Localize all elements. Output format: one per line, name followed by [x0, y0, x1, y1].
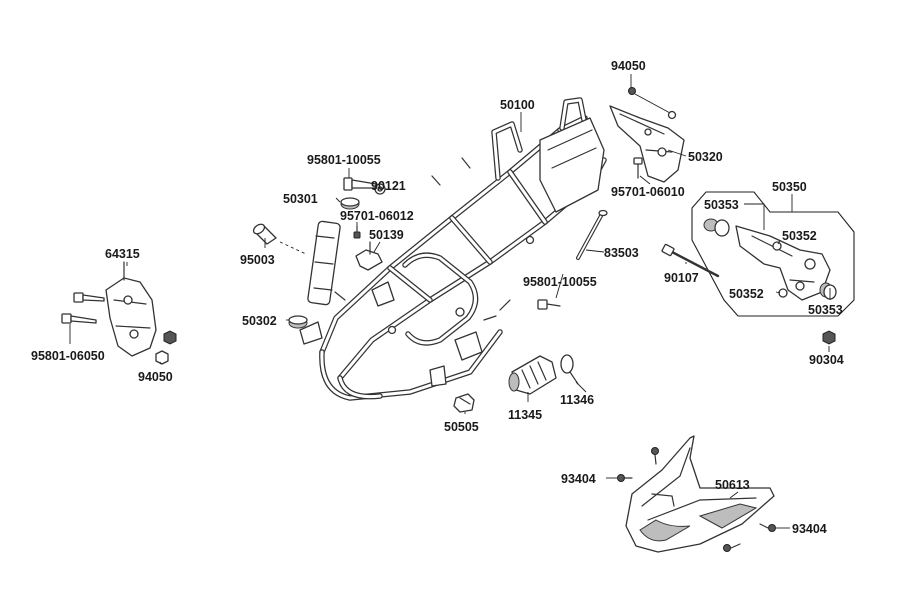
part-93404-screw-b[interactable] — [723, 523, 776, 552]
part-95801-06050-bolt-a[interactable] — [73, 292, 105, 303]
label-95701-06012: 95701-06012 — [340, 209, 414, 223]
label-11345: 11345 — [508, 408, 542, 422]
part-64315-bracket[interactable] — [105, 261, 157, 357]
label-95801-06050: 95801-06050 — [31, 349, 105, 363]
label-95701-06010: 95701-06010 — [611, 185, 685, 199]
label-50613: 50613 — [715, 478, 750, 492]
part-95701-06012-bolt[interactable] — [353, 225, 361, 239]
part-50302-rubber[interactable] — [288, 315, 308, 329]
label-83503: 83503 — [604, 246, 639, 260]
label-94050-top: 94050 — [611, 59, 646, 73]
label-95003: 95003 — [240, 253, 275, 267]
label-50352-b: 50352 — [729, 287, 764, 301]
part-95003-pipe[interactable] — [252, 222, 277, 245]
label-90304: 90304 — [809, 353, 844, 367]
part-50353-bushing-a[interactable] — [703, 218, 730, 237]
part-50505-clip[interactable] — [453, 393, 475, 413]
label-64315: 64315 — [105, 247, 140, 261]
frame-50100[interactable] — [299, 97, 607, 401]
part-90107-engine-bolt[interactable] — [661, 243, 720, 278]
part-50353-bushing-b[interactable] — [819, 282, 837, 300]
label-50353-a: 50353 — [704, 198, 739, 212]
part-11346-clamp[interactable] — [560, 354, 579, 385]
leader-lines — [69, 74, 831, 529]
part-11345-boot[interactable] — [508, 355, 557, 395]
label-95801-10055-a: 95801-10055 — [307, 153, 381, 167]
part-95801-10055-bolt-lower[interactable] — [537, 299, 561, 310]
part-50613-under-cover[interactable] — [625, 435, 775, 553]
part-94050-top-nut-bolt[interactable] — [628, 87, 677, 120]
part-90121-washer[interactable] — [374, 183, 386, 195]
label-50352-a: 50352 — [782, 229, 817, 243]
label-50100: 50100 — [500, 98, 535, 112]
part-labels: 94050 50100 50320 95701-06010 50350 5035… — [31, 59, 844, 536]
label-50320: 50320 — [688, 150, 723, 164]
label-93404-b: 93404 — [792, 522, 827, 536]
part-95701-06010-bolt[interactable] — [633, 157, 643, 179]
part-95801-06050-bolt-b[interactable] — [61, 313, 97, 324]
label-90107: 90107 — [664, 271, 699, 285]
label-50302: 50302 — [242, 314, 277, 328]
label-50139: 50139 — [369, 228, 404, 242]
label-90121: 90121 — [371, 179, 406, 193]
label-50505: 50505 — [444, 420, 479, 434]
part-50352-bushing-a[interactable] — [772, 241, 782, 251]
label-93404-a: 93404 — [561, 472, 596, 486]
label-50353-b: 50353 — [808, 303, 843, 317]
assembly-50350-box — [691, 191, 855, 317]
part-93404-screw-a[interactable] — [617, 447, 659, 482]
part-50139-bracket[interactable] — [355, 241, 383, 271]
part-94050-left-nut[interactable] — [155, 330, 177, 365]
label-95801-10055-b: 95801-10055 — [523, 275, 597, 289]
part-50320-bracket[interactable] — [609, 105, 685, 183]
part-83503-shaft[interactable] — [576, 209, 608, 260]
label-50350: 50350 — [772, 180, 807, 194]
part-90304-nut[interactable] — [822, 330, 836, 345]
label-11346: 11346 — [560, 393, 594, 407]
part-50350-engine-hanger[interactable] — [735, 225, 831, 301]
part-50301-rubber[interactable] — [340, 197, 360, 210]
label-94050-left: 94050 — [138, 370, 173, 384]
part-50352-bushing-b[interactable] — [778, 288, 788, 298]
label-50301: 50301 — [283, 192, 318, 206]
